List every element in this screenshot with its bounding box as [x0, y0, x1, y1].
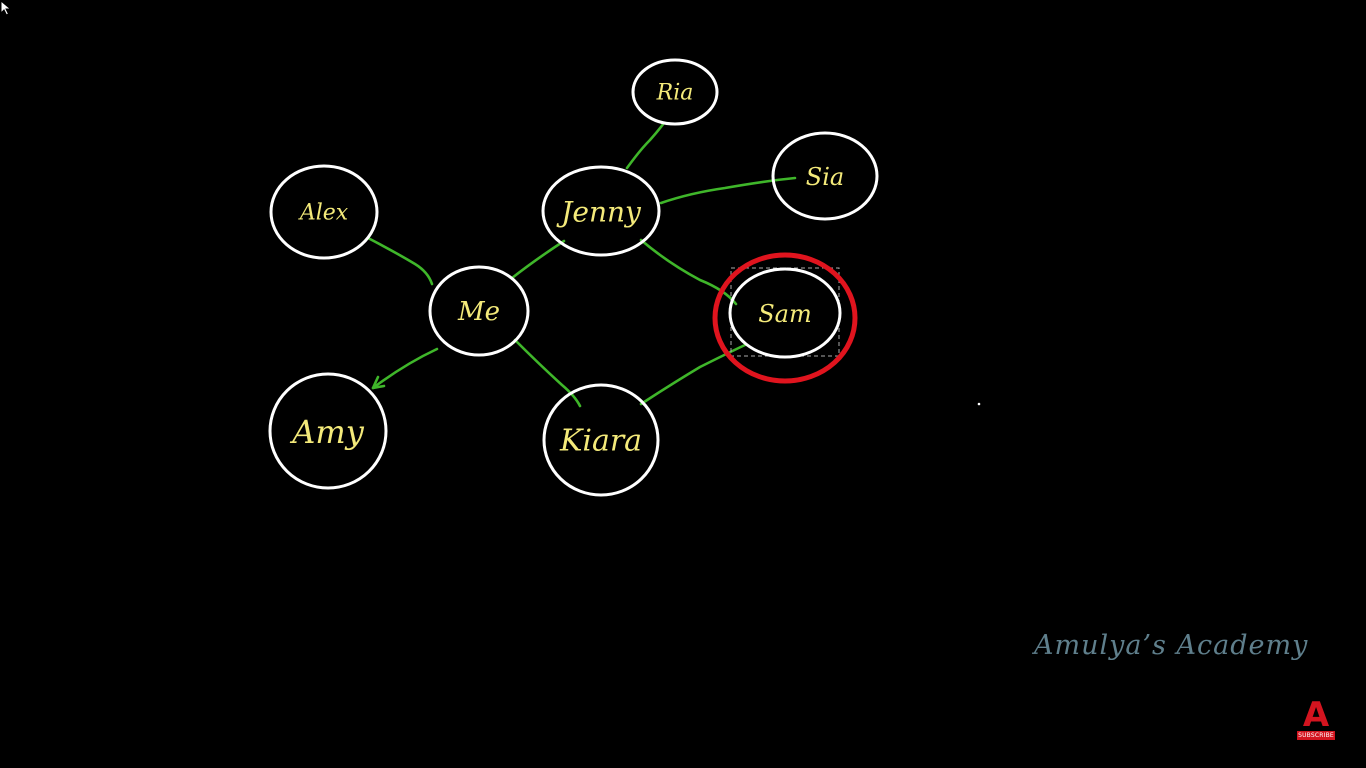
- node-ria: Ria: [631, 58, 719, 126]
- node-circle: [631, 58, 719, 126]
- node-label: Jenny: [556, 196, 642, 229]
- node-sia: Sia: [771, 131, 879, 221]
- edge-me-jenny: [510, 239, 566, 280]
- node-alex: Alex: [269, 164, 379, 260]
- node-circle: [771, 131, 879, 221]
- node-label: Sia: [806, 163, 844, 191]
- node-circle: [269, 164, 379, 260]
- subscribe-label: SUBSCRIBE: [1297, 731, 1335, 740]
- node-sam: Sam: [728, 267, 842, 359]
- node-label: Kiara: [559, 424, 642, 459]
- edge-alex-me: [366, 236, 434, 286]
- channel-watermark: Amulya’s Academy: [1034, 630, 1309, 661]
- edge-kiara-sam: [639, 343, 747, 406]
- node-circle: [728, 267, 842, 359]
- node-jenny: Jenny: [541, 165, 661, 257]
- node-circle: [428, 265, 530, 357]
- subscribe-badge[interactable]: A SUBSCRIBE: [1296, 698, 1336, 742]
- arrowhead-icon: [371, 375, 386, 390]
- node-amy: Amy: [268, 372, 388, 490]
- mouse-pointer-icon: [0, 0, 12, 16]
- decor-layer: [712, 252, 981, 406]
- edge-jenny-ria: [625, 121, 666, 170]
- channel-logo-icon: A: [1302, 695, 1330, 735]
- node-label: Sam: [758, 300, 812, 328]
- edge-me-amy: [371, 347, 439, 390]
- edge-jenny-sam: [639, 238, 738, 306]
- node-circle: [541, 165, 661, 257]
- node-me: Me: [428, 265, 530, 357]
- node-label: Amy: [289, 413, 364, 451]
- edges-layer: [366, 121, 797, 408]
- node-kiara: Kiara: [542, 383, 660, 497]
- edge-me-kiara: [513, 338, 582, 408]
- highlight-ring: [712, 252, 858, 384]
- node-label: Alex: [298, 201, 349, 226]
- node-circle: [542, 383, 660, 497]
- edge-jenny-sia: [659, 176, 797, 205]
- pen-dot: [977, 402, 981, 406]
- node-label: Me: [457, 297, 500, 327]
- node-circle: [268, 372, 388, 490]
- node-label: Ria: [656, 81, 694, 106]
